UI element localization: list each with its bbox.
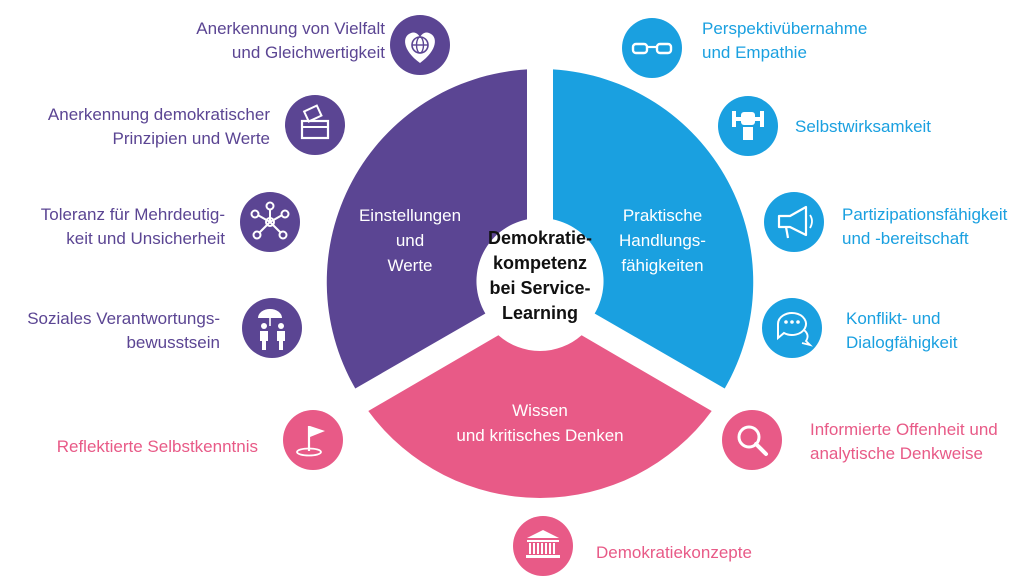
segment-label-wissen: Wissen und kritisches Denken: [456, 401, 624, 445]
label-konflikt: Konflikt- und Dialogfähigkeit: [846, 309, 958, 352]
umbrella-people-icon: [242, 298, 302, 358]
fist-dumbbell-icon: [718, 96, 778, 156]
center-circle: [477, 219, 603, 345]
columns-building-icon: [513, 516, 573, 576]
label-partizipation: Partizipationsfähigkeit und -bereitschaf…: [842, 205, 1008, 248]
label-toleranz: Toleranz für Mehrdeutig- keit und Unsich…: [40, 205, 225, 248]
network-icon: [240, 192, 300, 252]
segment-label-handlung: Praktische Handlungs- fähigkeiten: [619, 206, 706, 275]
label-selbstkenntnis: Reflektierte Selbstkenntnis: [56, 437, 258, 456]
segment-handlung: [553, 69, 754, 389]
heart-globe-icon: [390, 15, 450, 75]
label-offenheit: Informierte Offenheit und analytische De…: [810, 420, 998, 463]
label-selbstwirksamkeit: Selbstwirksamkeit: [795, 117, 932, 136]
megaphone-icon: [764, 192, 824, 252]
label-prinzipien: Anerkennung demokratischer Prinzipien un…: [47, 105, 270, 148]
center-title: Demokratie- kompetenz bei Service- Learn…: [487, 228, 593, 323]
flag-icon: [283, 410, 343, 470]
magnifier-icon: [722, 410, 782, 470]
label-verantwortung: Soziales Verantwortungs- bewusstsein: [27, 309, 220, 352]
glasses-icon: [622, 18, 682, 78]
label-perspektive: Perspektivübernahme und Empathie: [702, 19, 868, 62]
segment-wissen: [368, 335, 712, 498]
speech-bubbles-icon: [762, 298, 822, 358]
segment-label-einstellungen: Einstellungen und Werte: [358, 206, 462, 275]
label-vielfalt: Anerkennung von Vielfalt und Gleichwerti…: [196, 19, 385, 62]
segment-einstellungen: [326, 69, 527, 389]
label-konzepte: Demokratiekonzepte: [596, 543, 752, 562]
ballot-box-icon: [285, 95, 345, 155]
